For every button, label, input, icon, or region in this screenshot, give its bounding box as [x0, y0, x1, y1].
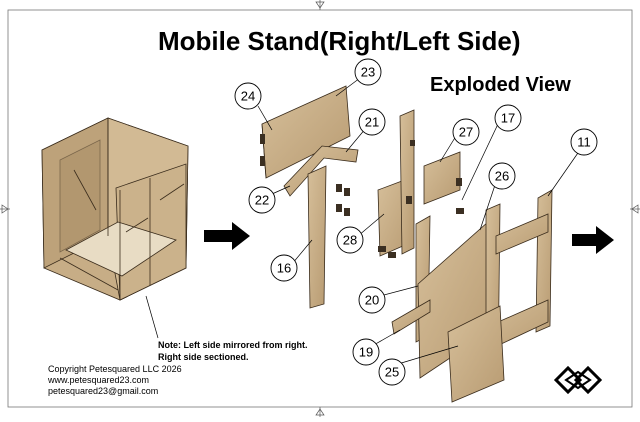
callout-27 — [452, 118, 480, 146]
part-25-panel — [447, 305, 505, 403]
assembled-stand — [41, 117, 189, 301]
callout-label: 21 — [365, 115, 379, 130]
callout-label: 27 — [459, 125, 473, 140]
callout-label: 19 — [359, 345, 373, 360]
callout-28 — [336, 226, 364, 254]
callout-label: 17 — [501, 111, 515, 126]
part-19-rail — [391, 299, 431, 335]
callout-labels: 24 23 21 22 27 17 16 28 26 11 20 19 25 — [241, 65, 591, 380]
callout-label: 25 — [385, 365, 399, 380]
callout-25 — [378, 358, 406, 386]
part-27-panel — [423, 151, 461, 205]
callout-label: 28 — [343, 233, 357, 248]
callout-19 — [352, 338, 380, 366]
logo-icon — [553, 365, 603, 395]
exploded-parts — [261, 85, 553, 403]
callout-label: 11 — [577, 135, 591, 150]
callout-16 — [270, 254, 298, 282]
callout-22 — [248, 186, 276, 214]
footer-email: petesquared23@gmail.com — [48, 386, 159, 396]
footer-website: www.petesquared23.com — [48, 375, 150, 385]
leader-lines — [145, 77, 581, 365]
page-title: Mobile Stand(Right/Left Side) — [158, 26, 521, 56]
footer-copyright: Copyright Petesquared LLC 2026 — [48, 364, 182, 374]
part-16-post — [307, 165, 327, 309]
part-11-rail — [495, 213, 549, 255]
callout-label: 26 — [495, 169, 509, 184]
part-17-post — [399, 109, 415, 255]
view-subtitle: Exploded View — [430, 74, 571, 96]
callouts — [234, 58, 598, 386]
note-line-2: Right side sectioned. — [158, 352, 249, 362]
callout-label: 20 — [365, 293, 379, 308]
part-21-rail — [283, 145, 359, 197]
callout-label: 23 — [361, 65, 375, 80]
callout-21 — [358, 108, 386, 136]
callout-label: 22 — [255, 193, 269, 208]
callout-label: 16 — [277, 261, 291, 276]
callout-20 — [358, 286, 386, 314]
right-arrow-icon — [204, 222, 250, 250]
callout-17 — [494, 104, 522, 132]
right-arrow-icon — [572, 226, 614, 254]
callout-24 — [234, 82, 262, 110]
callout-label: 24 — [241, 89, 255, 104]
callout-26 — [488, 162, 516, 190]
callout-11 — [570, 128, 598, 156]
hardware-blocks — [260, 134, 464, 258]
callout-23 — [354, 58, 382, 86]
note-line-1: Note: Left side mirrored from right. — [158, 340, 308, 350]
